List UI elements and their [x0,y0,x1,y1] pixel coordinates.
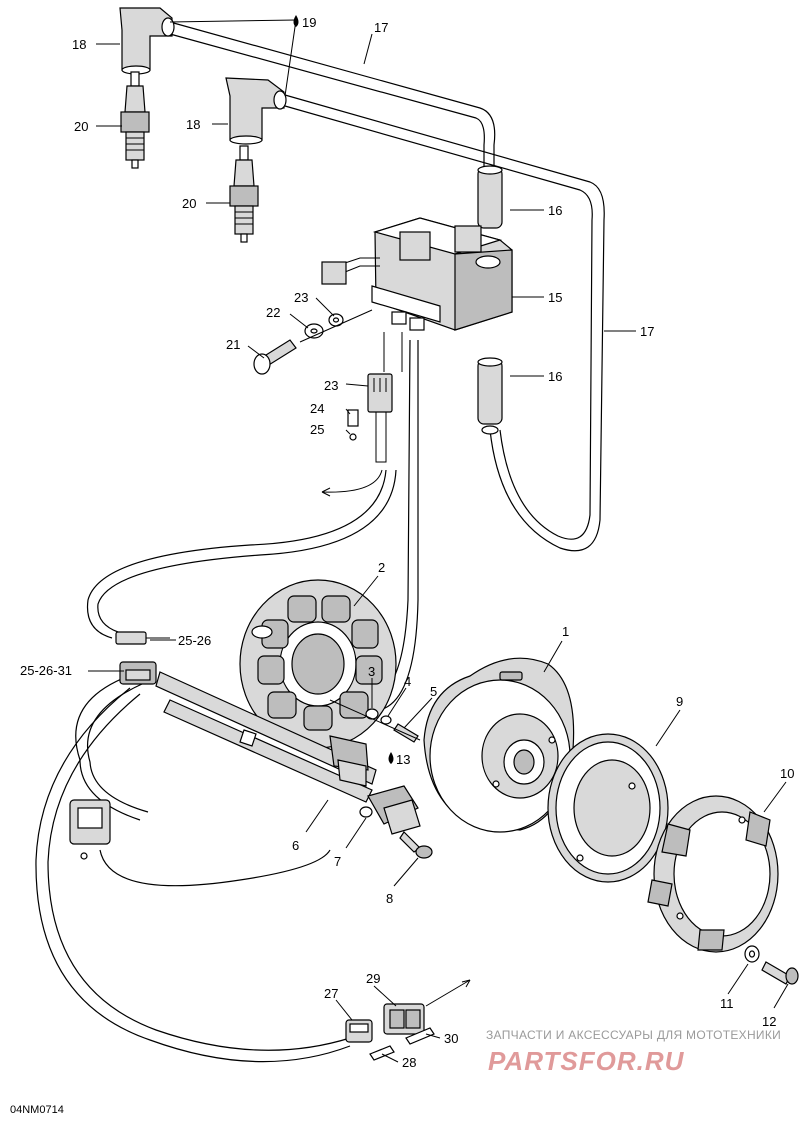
watermark-logo: PARTSFOR.RU [488,1046,685,1076]
label-21: 21 [226,337,240,352]
terminal-30 [405,1027,435,1045]
grease-drop-icon [293,15,299,27]
spark-plug-20-right [229,145,259,243]
label-11: 11 [720,996,734,1011]
harness-bar-6 [155,671,377,803]
spark-plug-cap-18-left [119,7,175,75]
label-12: 12 [762,1014,776,1029]
connector-23 [367,373,393,463]
grease-drop-icon [388,752,394,764]
label-6: 6 [292,838,299,853]
label-9: 9 [676,694,683,709]
label-16a: 16 [548,203,562,218]
label-16b: 16 [548,369,562,384]
washer-4 [380,715,392,725]
label-25: 25 [310,422,324,437]
label-10: 10 [780,766,794,781]
label-19: 19 [302,15,316,30]
label-8: 8 [386,891,393,906]
label-15: 15 [548,290,562,305]
spark-plug-20-left [120,71,150,169]
label-13: 13 [396,752,410,767]
boot-16-top [477,165,503,229]
stator-2 [239,579,397,749]
pulley-9 [547,733,669,883]
connector-harness-plug [69,799,111,860]
label-5: 5 [430,684,437,699]
label-4: 4 [404,674,411,689]
label-20a: 20 [74,119,88,134]
label-18b: 18 [186,117,200,132]
trigger-coil-upper [329,735,369,787]
ignition-wire-17 [169,21,605,552]
ignition-coil-15 [321,217,513,331]
label-17b: 17 [640,324,654,339]
label-24: 24 [310,401,324,416]
connector-29 [383,1003,425,1035]
label-25-26: 25-26 [178,633,211,648]
label-2: 2 [378,560,385,575]
boot-16-bottom [477,357,503,435]
callout-labels: 1 2 3 4 5 6 7 8 9 10 11 12 13 15 16 16 1… [20,15,794,1070]
label-28: 28 [402,1055,416,1070]
label-17a: 17 [374,20,388,35]
label-29: 29 [366,971,380,986]
seal-25 [349,433,357,441]
connector-25-26 [115,631,170,645]
label-3: 3 [368,664,375,679]
label-7: 7 [334,854,341,869]
screw-12 [761,961,799,985]
starter-cup-10 [647,795,779,953]
washer-11 [744,945,760,963]
connector-27 [345,1019,373,1043]
label-25-26-31: 25-26-31 [20,663,72,678]
terminal-24 [347,409,359,427]
label-22: 22 [266,305,280,320]
terminal-28 [369,1045,395,1061]
label-30: 30 [444,1031,458,1046]
label-18a: 18 [72,37,86,52]
diagram-code: 04NM0714 [10,1104,64,1116]
flywheel-1 [423,657,575,833]
washer-22 [304,323,324,339]
screw-8 [399,831,433,859]
label-23b: 23 [324,378,338,393]
washer-3 [365,708,379,720]
label-23a: 23 [294,290,308,305]
leader-lines [88,19,789,1063]
watermark-tagline: ЗАПЧАСТИ И АКСЕССУАРЫ ДЛЯ МОТОТЕХНИКИ [486,1028,782,1042]
label-20b: 20 [182,196,196,211]
screw-21 [253,339,297,375]
connector-25-26-31 [119,661,157,685]
label-27: 27 [324,986,338,1001]
label-1: 1 [562,624,569,639]
trigger-coil-7 [359,785,421,835]
spark-plug-cap-18-right [225,77,287,145]
screw-5 [393,723,419,743]
